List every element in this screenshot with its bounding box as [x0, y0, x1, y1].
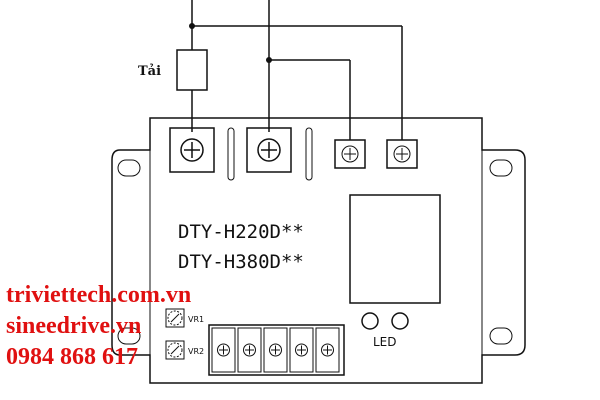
wires	[189, 0, 403, 140]
mounting-holes	[117, 159, 513, 345]
control-terminal-1	[334, 139, 366, 169]
model-line-2: DTY-H380D**	[178, 251, 304, 273]
control-terminal-2	[386, 139, 418, 169]
board-inner-border	[149, 150, 483, 355]
model-line-1: DTY-H220D**	[178, 221, 304, 243]
watermark-phone: 0984 868 617	[6, 344, 138, 370]
board-outline	[111, 117, 526, 384]
power-terminal-2	[246, 127, 292, 173]
led-2	[391, 312, 409, 330]
led-label: LED	[373, 335, 397, 349]
watermark-website-2: sineedrive.vn	[6, 313, 142, 339]
power-terminal-1	[169, 127, 215, 173]
signal-terminal-block	[208, 324, 345, 376]
load-label: Tải	[138, 63, 161, 79]
potentiometer-vr1	[165, 308, 185, 328]
display-window	[349, 194, 441, 304]
led-1	[361, 312, 379, 330]
divider-slots	[227, 127, 313, 181]
load-resistor	[176, 49, 208, 91]
watermark-website-1: triviettech.com.vn	[6, 282, 192, 308]
vr2-label: VR2	[188, 347, 204, 356]
vr1-label: VR1	[188, 315, 204, 324]
potentiometer-vr2	[165, 340, 185, 360]
